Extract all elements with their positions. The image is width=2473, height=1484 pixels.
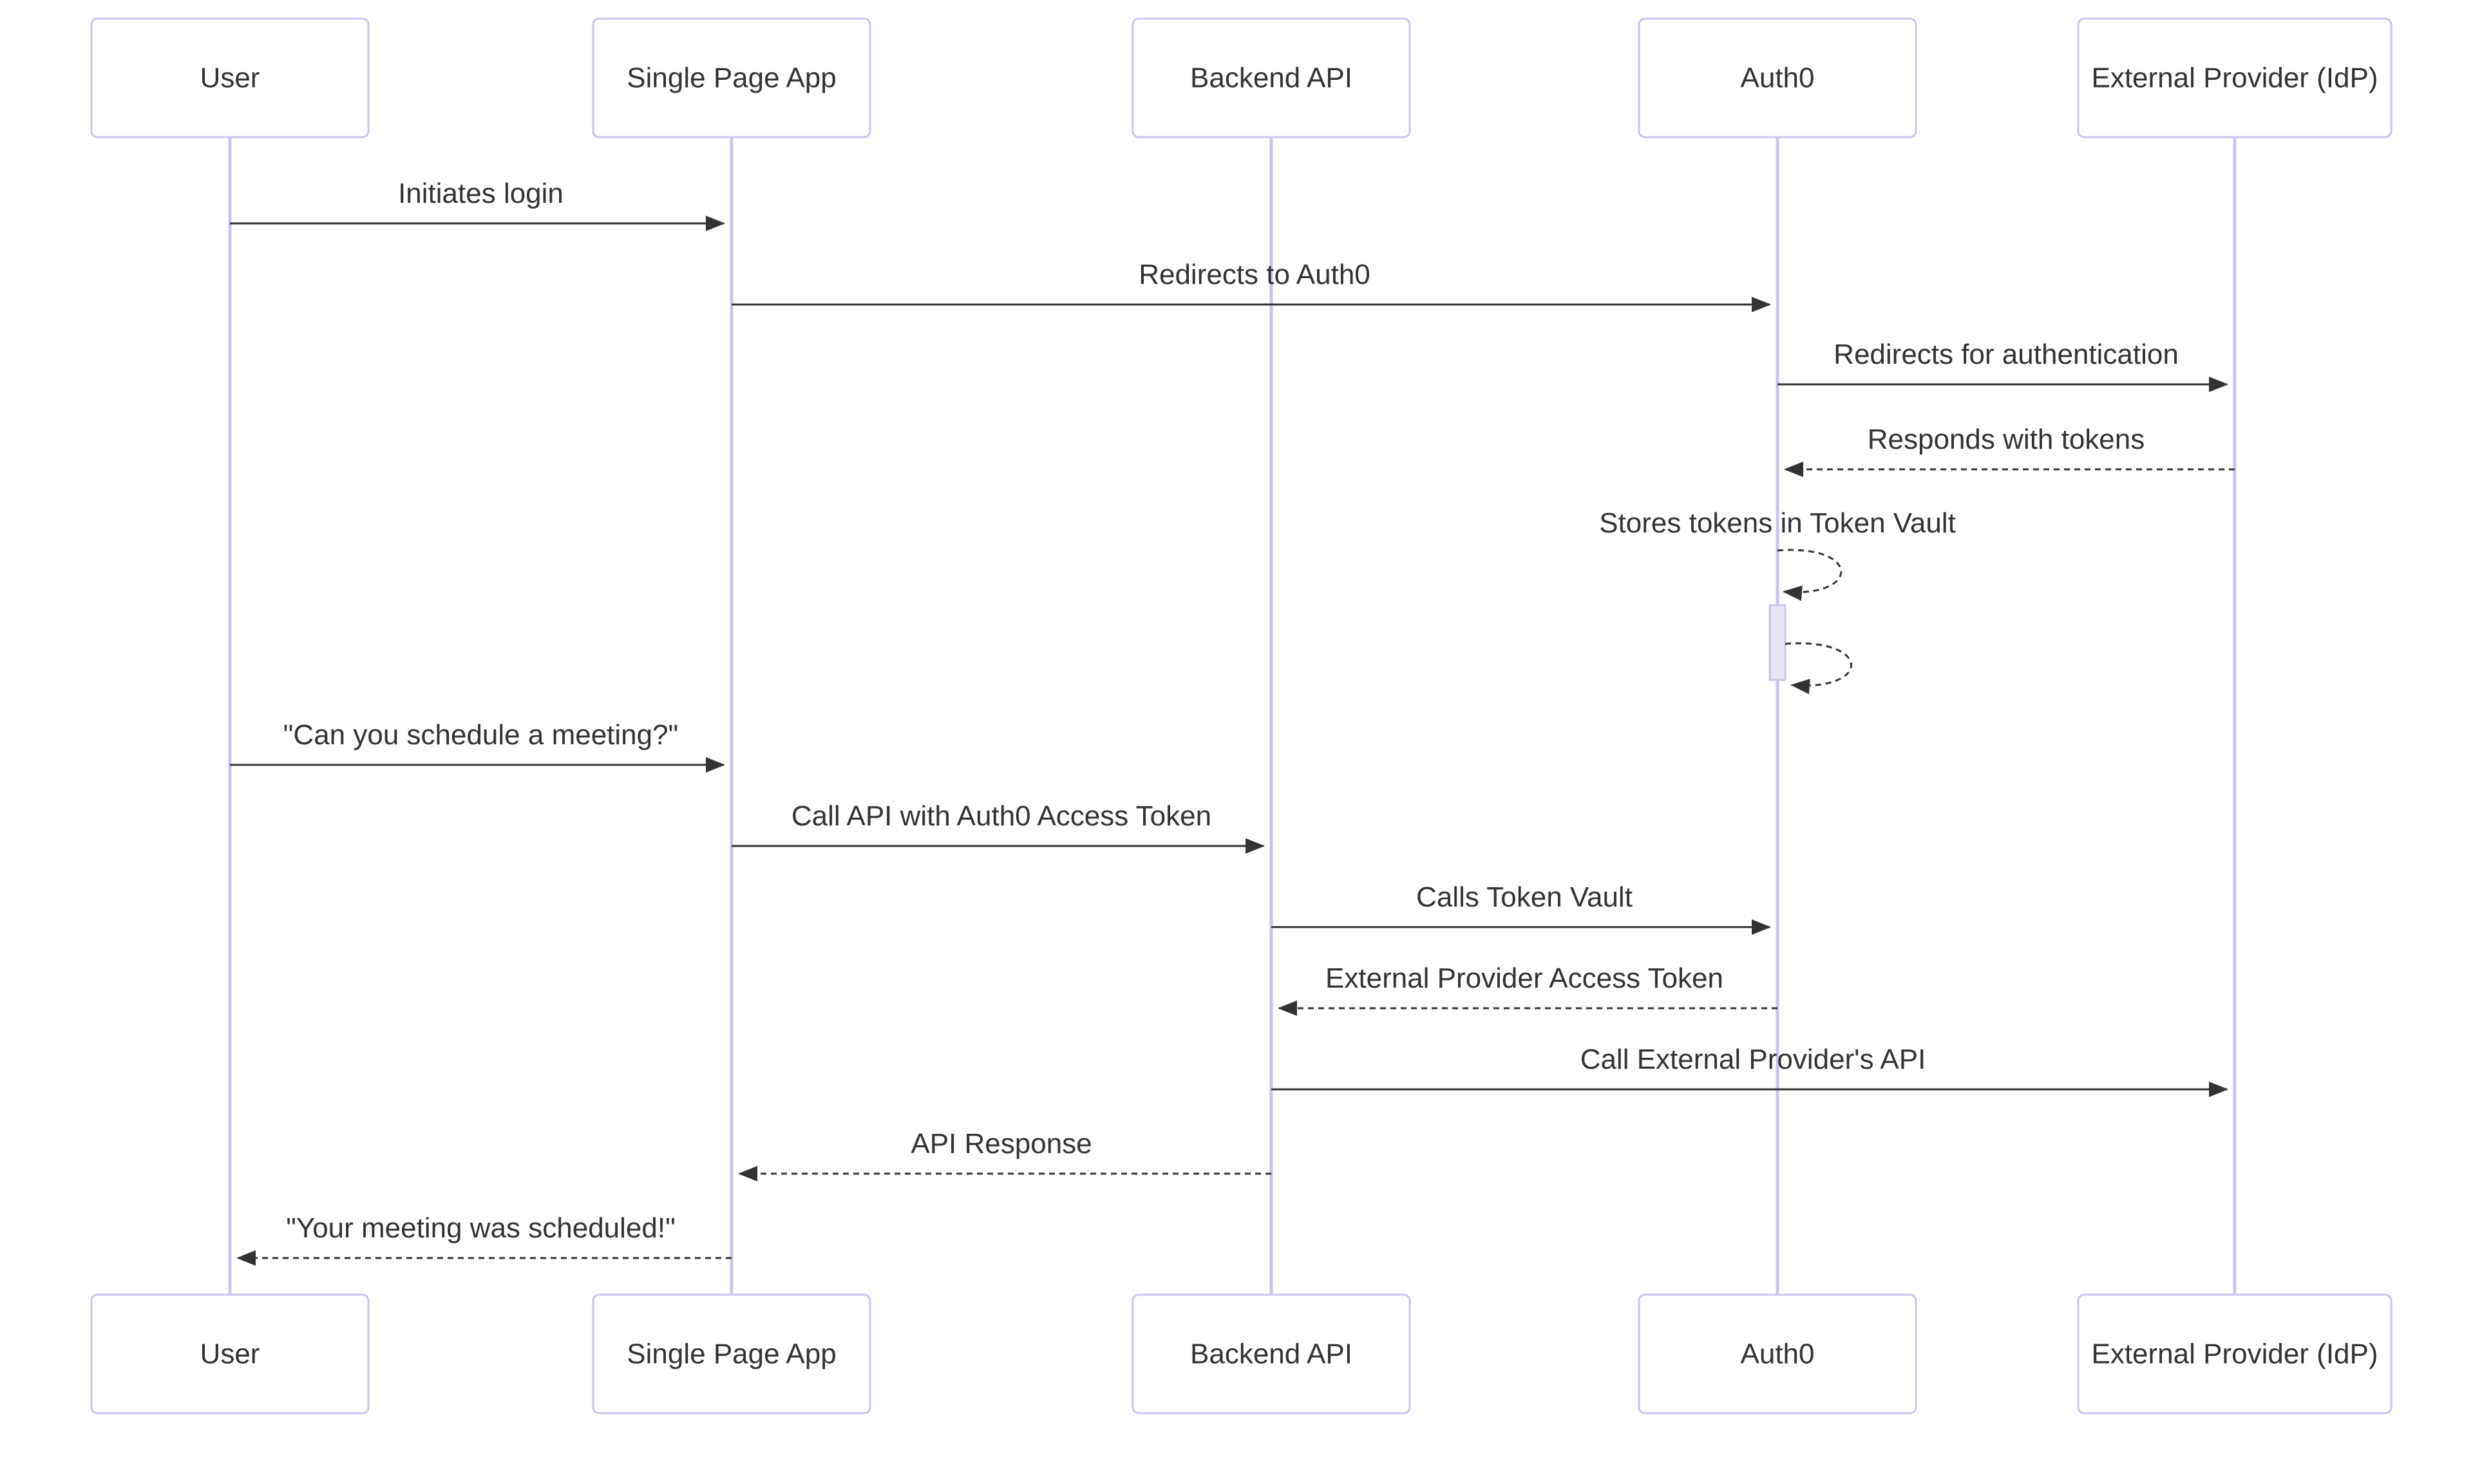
message-label: API Response (911, 1128, 1092, 1160)
actor-spa-top: Single Page App (592, 17, 871, 138)
actor-box (592, 17, 871, 138)
message-6 (1785, 642, 1852, 695)
message-12: API Response (738, 1128, 1271, 1181)
actor-user-top: User (90, 17, 370, 138)
actor-label: Auth0 (1741, 1338, 1815, 1370)
activation-bar-auth0 (1768, 604, 1786, 681)
message-label: "Your meeting was scheduled!" (286, 1212, 675, 1244)
actor-spa-bottom: Single Page App (592, 1293, 871, 1414)
message-9: Calls Token Vault (1271, 881, 1771, 935)
message-label: Call API with Auth0 Access Token (791, 800, 1211, 832)
message-label: Redirects to Auth0 (1139, 259, 1370, 290)
message-label: External Provider Access Token (1325, 963, 1723, 994)
message-5: Stores tokens in Token Vault (1599, 507, 1956, 601)
actor-label: Auth0 (1741, 62, 1815, 94)
self-message-arrow (1777, 549, 1843, 601)
actor-api-top: Backend API (1132, 17, 1411, 138)
actor-box (1638, 1293, 1917, 1414)
actor-user-bottom: User (90, 1293, 370, 1414)
actor-box (2077, 17, 2392, 138)
actor-idp-bottom: External Provider (IdP) (2077, 1293, 2392, 1414)
actor-label: User (200, 62, 260, 94)
message-label: Calls Token Vault (1416, 881, 1633, 913)
actor-box (1132, 1293, 1411, 1414)
message-label: Redirects for authentication (1833, 339, 2179, 370)
actor-box (90, 1293, 370, 1414)
message-10: External Provider Access Token (1278, 963, 1777, 1016)
message-7: "Can you schedule a meeting?" (230, 719, 725, 773)
message-label: Initiates login (398, 178, 564, 209)
actor-label: External Provider (IdP) (2091, 1338, 2378, 1370)
message-label: Call External Provider's API (1580, 1044, 1926, 1075)
message-13: "Your meeting was scheduled!" (236, 1212, 732, 1266)
actor-auth0-top: Auth0 (1638, 17, 1917, 138)
actor-box (90, 17, 370, 138)
message-4: Responds with tokens (1784, 424, 2235, 477)
actor-box (592, 1293, 871, 1414)
actor-label: External Provider (IdP) (2091, 62, 2378, 94)
actor-box (1638, 17, 1917, 138)
actor-label: Backend API (1190, 62, 1352, 94)
message-label: Responds with tokens (1868, 424, 2145, 455)
message-3: Redirects for authentication (1777, 339, 2228, 392)
message-label: Stores tokens in Token Vault (1599, 507, 1956, 539)
actor-auth0-bottom: Auth0 (1638, 1293, 1917, 1414)
actor-label: Single Page App (627, 1338, 836, 1370)
message-1: Initiates login (230, 178, 725, 231)
message-label: "Can you schedule a meeting?" (283, 719, 678, 751)
self-message-arrow (1785, 642, 1852, 695)
actor-label: Single Page App (627, 62, 836, 94)
actor-box (1132, 17, 1411, 138)
actor-box (2077, 1293, 2392, 1414)
actor-idp-top: External Provider (IdP) (2077, 17, 2392, 138)
actor-api-bottom: Backend API (1132, 1293, 1411, 1414)
message-8: Call API with Auth0 Access Token (732, 800, 1265, 854)
actor-label: Backend API (1190, 1338, 1352, 1370)
message-2: Redirects to Auth0 (732, 259, 1771, 312)
message-11: Call External Provider's API (1271, 1044, 2228, 1097)
actor-label: User (200, 1338, 260, 1370)
